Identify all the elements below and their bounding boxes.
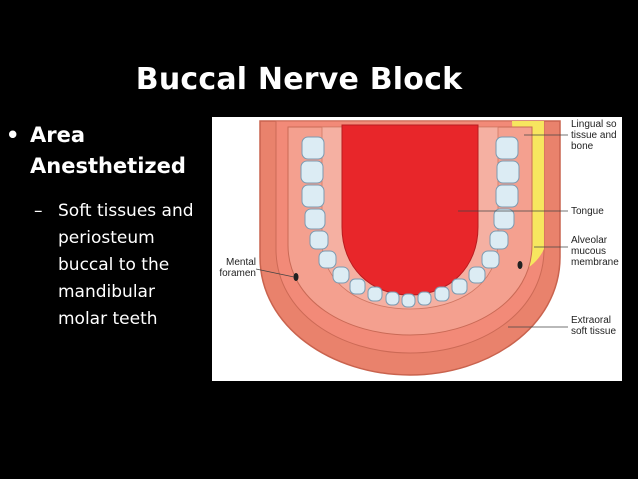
tooth xyxy=(401,293,416,308)
teeth-row xyxy=(300,136,520,308)
tooth xyxy=(495,184,519,208)
leader-lines xyxy=(255,134,568,328)
sub-bullet-marker: – xyxy=(34,201,43,221)
tooth xyxy=(493,208,515,230)
label-alveolar-mucous-membrane: Alveolar mucous membrane xyxy=(571,235,619,268)
tooth xyxy=(300,160,324,184)
slide-title: Buccal Nerve Block xyxy=(135,62,463,97)
label-mental-foramen: Mental foramen xyxy=(219,257,256,279)
bullet-text: Area Anesthetized xyxy=(30,123,186,178)
tooth xyxy=(349,278,366,295)
tongue-shape xyxy=(341,124,479,296)
label-tongue: Tongue xyxy=(571,206,604,217)
tooth xyxy=(496,160,520,184)
sub-bullet-text: Soft tissues and periosteum buccal to th… xyxy=(58,201,194,329)
mental-foramen-left xyxy=(293,273,299,281)
label-lingual-tissue: Lingual so tissue and bone xyxy=(571,119,617,152)
tooth xyxy=(367,286,383,302)
mandible-diagram: Lingual so tissue and bone Tongue Alveol… xyxy=(212,117,622,381)
tooth xyxy=(304,208,326,230)
tooth xyxy=(434,286,450,302)
tooth xyxy=(481,250,500,269)
leader-mental xyxy=(255,268,295,278)
tooth xyxy=(468,266,486,284)
mandible-illustration xyxy=(255,120,568,376)
bullet-marker: • xyxy=(6,123,20,147)
tooth xyxy=(495,136,519,160)
tooth xyxy=(385,291,400,306)
tooth xyxy=(301,136,325,160)
tooth xyxy=(451,278,468,295)
label-extraoral-soft-tissue: Extraoral soft tissue xyxy=(571,315,617,337)
mental-foramen-right xyxy=(517,261,523,269)
tooth xyxy=(301,184,325,208)
tooth xyxy=(417,291,432,306)
tooth xyxy=(318,250,337,269)
tooth xyxy=(332,266,350,284)
tooth xyxy=(309,230,329,250)
tooth xyxy=(489,230,509,250)
